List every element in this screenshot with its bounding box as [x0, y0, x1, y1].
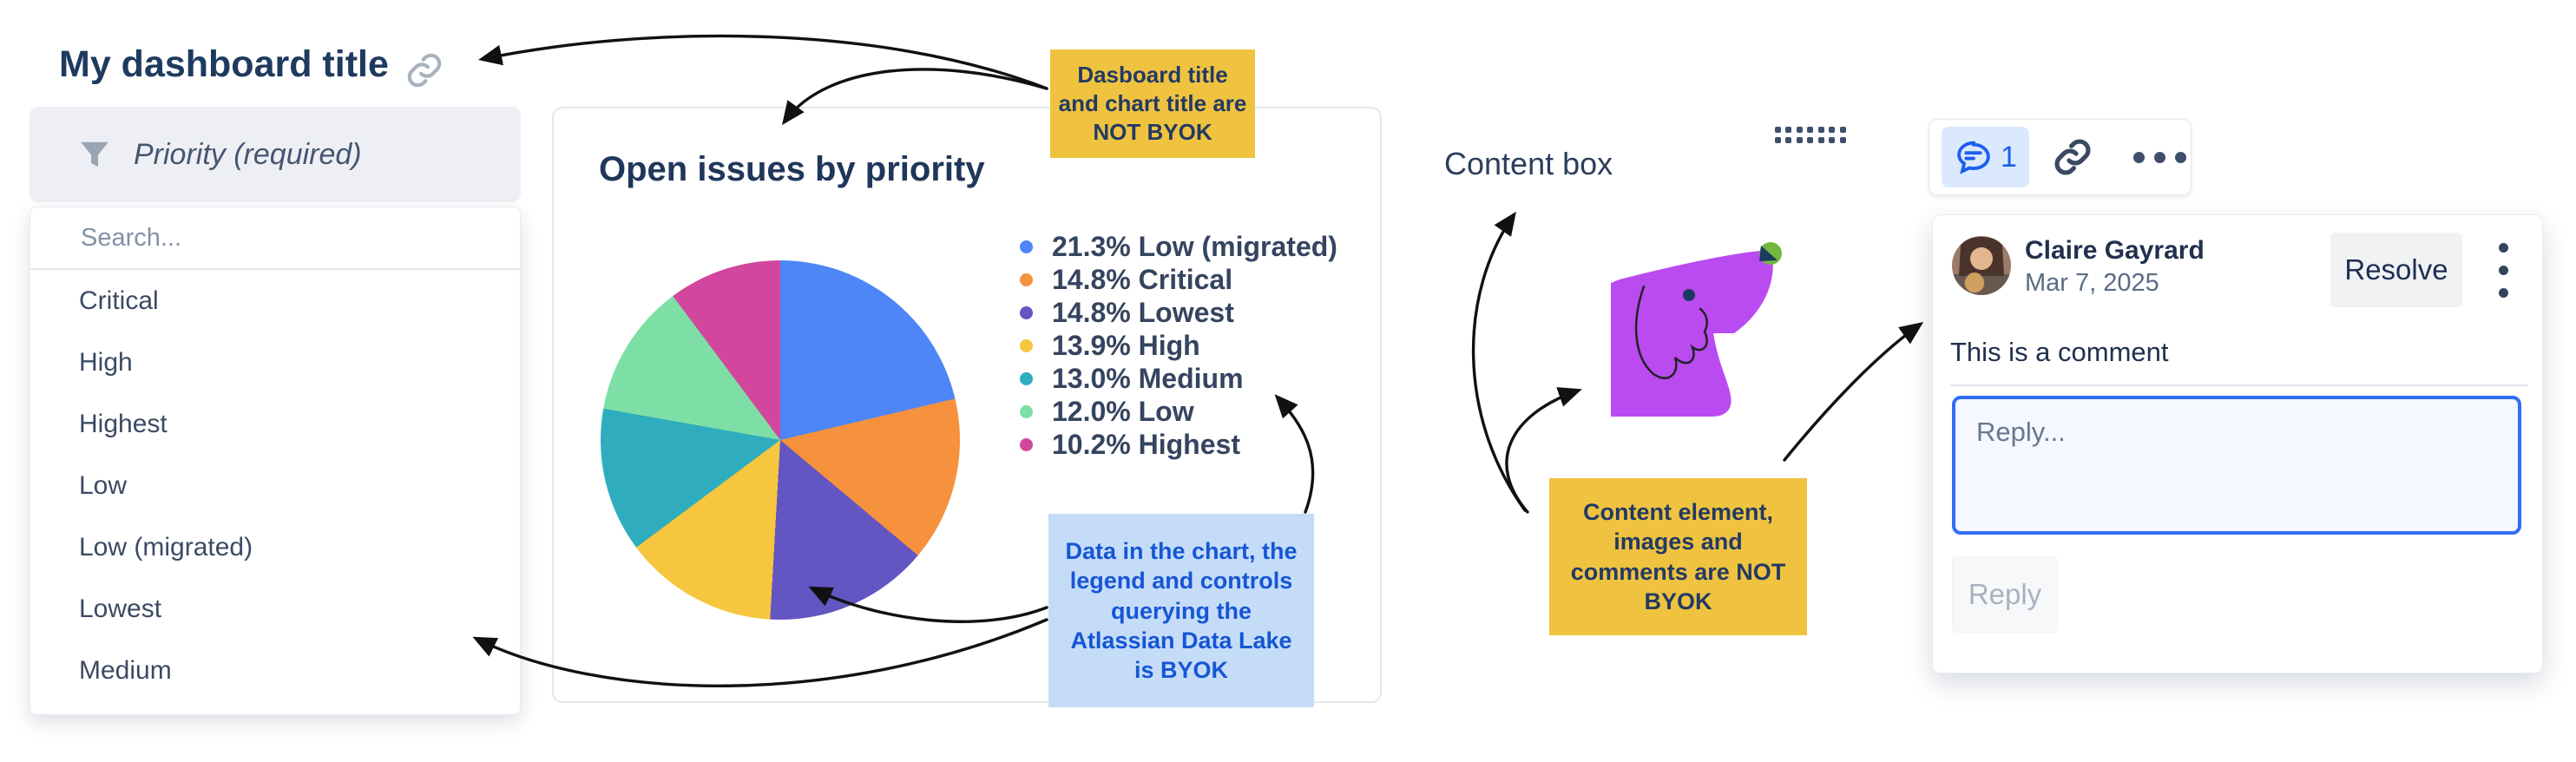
search-input[interactable] [79, 222, 494, 253]
reply-input[interactable] [1952, 396, 2521, 535]
resolve-button[interactable]: Resolve [2330, 233, 2462, 307]
comment-bubble-icon [1957, 141, 1990, 174]
comment-card: Claire Gayrard Mar 7, 2025 Resolve This … [1932, 214, 2543, 673]
legend-label: 14.8% Critical [1052, 263, 1233, 295]
legend-dot [1020, 240, 1033, 253]
pie-chart [601, 260, 960, 620]
legend-dot [1020, 371, 1033, 385]
drag-handle-dot [1817, 127, 1824, 133]
arrow-to-content-box [1471, 211, 1527, 512]
sticky-note-content-not-byok: Content element, images and comments are… [1549, 478, 1807, 636]
legend-item[interactable]: 10.2% Highest [1020, 428, 1337, 461]
drag-handle-dot [1829, 137, 1836, 143]
filter-option[interactable]: Highest [79, 409, 168, 438]
legend-dot [1020, 338, 1033, 352]
sticky-note-titles-not-byok: Dasboard title and chart title are NOT B… [1050, 49, 1255, 159]
filter-option[interactable]: High [79, 347, 133, 377]
arrow-to-comment-card [1783, 322, 1924, 462]
filter-search-row [30, 207, 520, 270]
drag-handle-dot [1796, 127, 1803, 133]
drag-handle-dot [1839, 137, 1846, 143]
filter-funnel-icon [81, 141, 108, 168]
drag-handle-dot [1829, 127, 1836, 133]
page-title: My dashboard title [59, 43, 389, 85]
comment-more-icon[interactable] [2495, 240, 2512, 301]
drag-handle-dot [1785, 127, 1792, 133]
drag-handle-dot [1817, 137, 1824, 143]
filter-option[interactable]: Low [79, 470, 128, 500]
comment-count: 1 [2001, 140, 2017, 174]
legend-label: 13.9% High [1052, 329, 1200, 361]
drag-handle-dot [1807, 137, 1814, 143]
more-options-button[interactable] [2128, 151, 2192, 163]
dog-illustration [1611, 242, 1782, 417]
legend-label: 12.0% Low [1052, 395, 1194, 427]
filter-option[interactable]: Medium [79, 655, 172, 685]
legend-item[interactable]: 14.8% Lowest [1020, 296, 1337, 329]
legend-dot [1020, 273, 1033, 286]
legend-dot [1020, 437, 1033, 451]
filter-option[interactable]: Low (migrated) [79, 532, 253, 562]
filter-label: Priority (required) [134, 137, 362, 171]
comment-count-button[interactable]: 1 [1942, 127, 2029, 187]
legend-dot [1020, 305, 1033, 319]
link-icon[interactable] [404, 50, 444, 90]
drag-handle-dot [1775, 137, 1781, 143]
legend-label: 10.2% Highest [1052, 428, 1240, 460]
comment-text: This is a comment [1950, 337, 2169, 367]
copy-link-button[interactable] [2052, 136, 2093, 178]
sticky-note-data-byok: Data in the chart, the legend and contro… [1048, 514, 1314, 708]
legend-label: 14.8% Lowest [1052, 296, 1234, 328]
comment-toolbar: 1 [1929, 119, 2192, 195]
avatar [1952, 236, 2011, 295]
legend-item[interactable]: 12.0% Low [1020, 395, 1337, 428]
chart-title: Open issues by priority [599, 150, 985, 188]
legend-item[interactable]: 21.3% Low (migrated) [1020, 230, 1337, 263]
legend-item[interactable]: 14.8% Critical [1020, 263, 1337, 296]
content-box-label: Content box [1444, 146, 1613, 181]
comment-divider [1950, 384, 2528, 386]
legend-label: 13.0% Medium [1052, 362, 1244, 394]
legend-item[interactable]: 13.0% Medium [1020, 362, 1337, 395]
legend-label: 21.3% Low (migrated) [1052, 230, 1337, 262]
drag-handle-dot [1785, 137, 1792, 143]
filter-control-priority[interactable]: Priority (required) [30, 107, 521, 202]
drag-handle[interactable] [1775, 127, 1846, 143]
comment-author: Claire Gayrard [2025, 236, 2205, 265]
drag-handle-dot [1807, 127, 1814, 133]
filter-option[interactable]: Critical [79, 286, 159, 315]
comment-date: Mar 7, 2025 [2025, 269, 2159, 297]
drag-handle-dot [1839, 127, 1846, 133]
drag-handle-dot [1796, 137, 1803, 143]
reply-button[interactable]: Reply [1952, 556, 2058, 633]
filter-option[interactable]: Lowest [79, 594, 162, 623]
arrow-to-dashboard-title [478, 34, 1048, 90]
drag-handle-dot [1775, 127, 1781, 133]
legend-item[interactable]: 13.9% High [1020, 329, 1337, 362]
legend-dot [1020, 404, 1033, 418]
